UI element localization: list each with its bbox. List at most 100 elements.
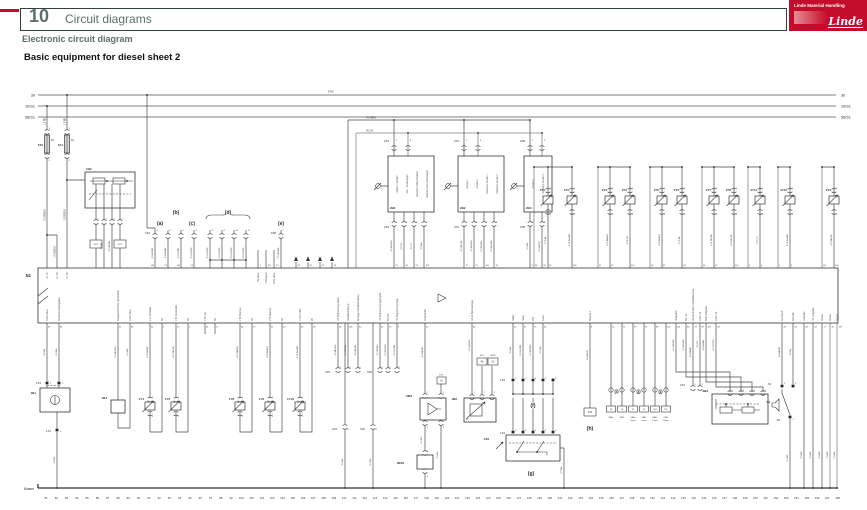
diagram-label: 2.5 BN [827, 451, 829, 458]
diagram-label: 0.5 BN [421, 242, 423, 249]
diagram-label: 2 [242, 416, 244, 418]
diagram-label: 58 [339, 327, 342, 329]
diagram-label: GND-Drive [129, 309, 132, 321]
component-2Y4: 2Y4 [622, 188, 628, 192]
scale-number: 120 [445, 496, 450, 500]
page-title: Basic equipment for diesel sheet 2 [24, 52, 181, 63]
component-2B2: 2B2 [460, 206, 466, 210]
diagram-label: 4 [376, 429, 378, 431]
diagram-label: Kühlerlüfter [424, 309, 427, 321]
diagram-label: HY Freigabe [812, 307, 815, 321]
terminator-box [639, 405, 649, 413]
diagram-label: 1 [784, 383, 786, 385]
diagram-label: 0.5 BN [437, 451, 439, 458]
diagram-label: 4 [486, 222, 488, 224]
diagram-label: 3 [702, 384, 704, 386]
diagram-label: 11 [466, 265, 469, 267]
diagram-label: 15 [496, 265, 499, 267]
diagram-label: 0.5 GY/RD [243, 247, 245, 258]
diagram-label: 1 [836, 188, 838, 190]
zone-letter-c: (c) [189, 221, 195, 227]
diagram-label: 0.75 BN/YE [831, 234, 833, 246]
diagram-label: 0V [311, 318, 314, 321]
diagram-label: X23 [332, 427, 337, 431]
diagram-label: 0.5 BN [787, 454, 789, 461]
scale-number: 83 [65, 496, 69, 500]
diagram-label: GND-Lift [715, 311, 718, 321]
diagram-label: 0.75 RD/BU [147, 346, 149, 358]
diagram-label: 0.5 GY/RD [191, 247, 193, 258]
diagram-label: 2 [762, 214, 764, 216]
scale-number: 97 [209, 496, 213, 500]
diagram-label: 3 [443, 427, 445, 429]
diagram-label: 107 [631, 265, 635, 267]
diagram-label: 0.5 BK/RD [422, 346, 424, 357]
diagram-label: Druck Bremsanlage [471, 299, 474, 321]
diagram-label: 20 [283, 327, 286, 329]
diagram-label: 0.5 BN [342, 458, 344, 465]
component-2Y2: 2Y2 [564, 188, 570, 192]
brand-tagline: Linde Material Handling [794, 3, 845, 8]
diagram-label: 46 [406, 265, 409, 267]
diagram-label: 2 [302, 416, 304, 418]
scale-number: 144 [691, 496, 696, 500]
scale-number: 140 [650, 496, 655, 500]
power-bus-lines [38, 94, 836, 118]
diagram-label: 1 [302, 397, 304, 399]
component-2B4: 2B4 [526, 206, 532, 210]
diagram-label: 2 [196, 230, 198, 232]
diagram-label: 1 [612, 188, 614, 190]
diagram-label: VG REF1 [366, 117, 377, 120]
diagram-label: 5A [71, 139, 74, 142]
scale-number: 87 [106, 496, 110, 500]
diagram-label: C1 [164, 265, 168, 267]
scale-number: 117 [414, 496, 419, 500]
scale-number: 137 [619, 496, 624, 500]
diagram-label: Druckschalter Feststellbremse [692, 288, 695, 321]
diagram-label: 4 [163, 327, 165, 329]
terminator-box [89, 239, 103, 249]
linde-logo: Linde [828, 15, 863, 28]
diagram-label: 49 [718, 327, 721, 329]
terminator-label: 50 [492, 361, 495, 364]
diagram-label: 98 [656, 327, 659, 329]
diagram-label: 0.75 VT [757, 236, 759, 244]
diagram-label: 62 [206, 327, 209, 329]
terminator-label: 55 [621, 409, 624, 411]
component-2Y5: 2Y5 [654, 188, 660, 192]
scale-number: 119 [434, 496, 439, 500]
scale-number: 93 [168, 496, 172, 500]
diagram-label: 11 [248, 230, 251, 232]
diagram-label: 0.5 BK/WH [115, 346, 117, 357]
diagram-label: Referenz Zusatz 1 [486, 174, 489, 194]
diagram-label: Hupe [522, 315, 525, 321]
connector-X23: X23 [325, 370, 330, 374]
diagram-label: 65 [301, 327, 304, 329]
diagram-label: 5 [360, 367, 362, 369]
diagram-label: Code [542, 315, 545, 321]
scale-number: 156 [815, 496, 820, 500]
diagram-label: 102 [426, 265, 430, 267]
diagram-label: 5V-Drive [257, 272, 260, 282]
scale-number: 134 [589, 496, 594, 500]
diagram-label: 2.5 BN [834, 451, 836, 458]
diagram-label: 0.5 GY/RD [219, 247, 221, 258]
diagram-label: 49 [268, 265, 271, 267]
component-2Y3: 2Y3 [602, 188, 608, 192]
scale-number: 132 [568, 496, 573, 500]
diagram-label: 1 [427, 451, 429, 453]
diagram-label: 0.5 BN [370, 458, 372, 465]
diagram-label: 2 [98, 219, 100, 221]
scale-number: 81 [44, 496, 48, 500]
diagram-label: Heben / Senken [396, 175, 399, 193]
diagram-label: 79 [695, 327, 698, 329]
diagram-label: Referenz Zusatz 2 [496, 174, 499, 194]
connector-X6: X6 [777, 418, 781, 422]
component-1B6: 1B6 [451, 397, 457, 401]
scale-number: 155 [804, 496, 809, 500]
diagram-label: 1 [152, 397, 154, 399]
diagram-label: 9 [224, 230, 226, 232]
scale-number: 124 [486, 496, 491, 500]
diagram-label: 92 [611, 265, 614, 267]
diagram-label: 14 [276, 265, 279, 267]
